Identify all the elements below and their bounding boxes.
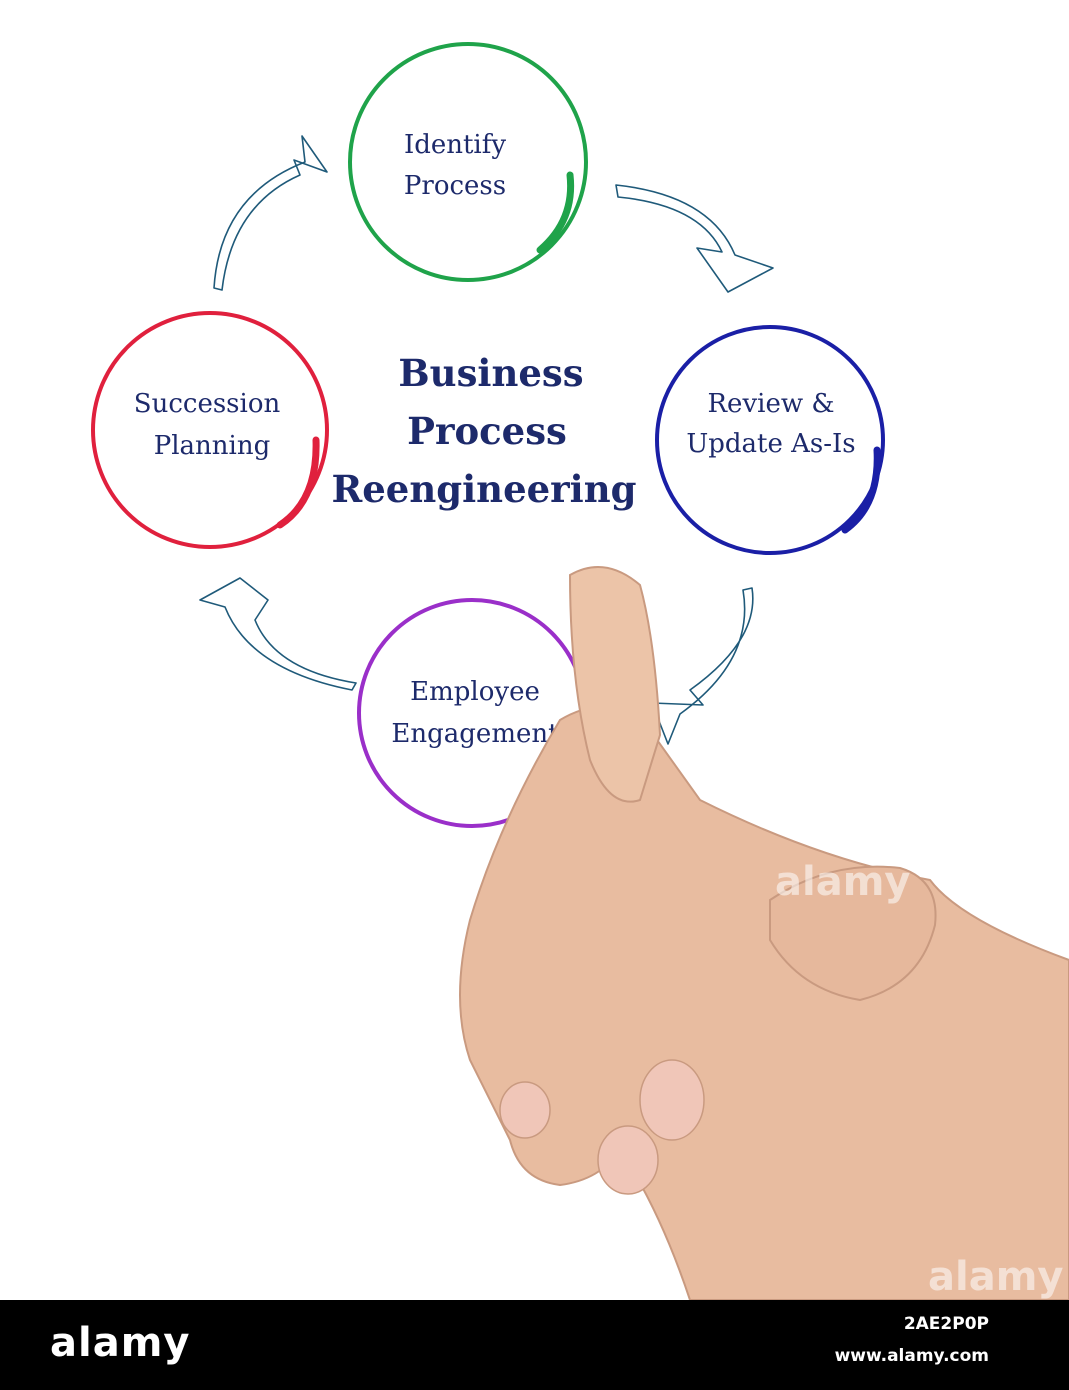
stock-footer-bar: alamy 2AE2P0P www.alamy.com [0, 1300, 1069, 1390]
arrow-employee-to-succession [199, 577, 357, 691]
fingernail [597, 1125, 659, 1195]
hand-thumb [769, 865, 937, 1002]
center-title-line-3: Reengineering [332, 467, 637, 511]
diagram-canvas: Identify Process Review & Update As-Is E… [91, 42, 1069, 1300]
node-label-line-2: Process [404, 171, 506, 201]
node-label-line-1: Employee [410, 677, 540, 707]
site-url: www.alamy.com [834, 1346, 989, 1366]
node-label-line-1: Identify [404, 130, 506, 160]
node-stroke-tail [841, 446, 881, 534]
node-circle [655, 325, 885, 555]
node-label-line-2: Engagement [391, 719, 559, 749]
image-id: 2AE2P0P [903, 1314, 989, 1334]
alamy-logo: alamy [50, 1320, 191, 1366]
center-title-line-1: Business [398, 351, 583, 395]
node-stroke-tail [276, 436, 320, 529]
fingernail [639, 1059, 705, 1141]
node-circle [348, 42, 588, 282]
node-label-line-2: Planning [154, 431, 271, 461]
arrow-review-to-employee [651, 587, 754, 745]
hand-image [459, 566, 1069, 1300]
node-label-line-2: Update As-Is [686, 429, 855, 459]
center-title-line-2: Process [407, 409, 567, 453]
fingernail [499, 1081, 551, 1139]
node-label-line-1: Succession [134, 389, 281, 419]
node-label-line-1: Review & [707, 389, 834, 419]
node-circle [91, 311, 329, 549]
arrow-identify-to-review [615, 184, 774, 293]
node-succession-planning: Succession Planning [91, 311, 329, 549]
watermark-alamy: alamy [775, 859, 910, 905]
node-review-update: Review & Update As-Is [655, 325, 885, 555]
arrow-succession-to-identify [213, 135, 328, 291]
hand-palm [459, 706, 1069, 1300]
center-title: Business Process Reengineering [332, 351, 637, 511]
hand-finger [568, 566, 662, 803]
node-identify-process: Identify Process [348, 42, 588, 282]
node-stroke-tail [536, 171, 575, 254]
watermark-alamy: alamy [928, 1254, 1063, 1300]
